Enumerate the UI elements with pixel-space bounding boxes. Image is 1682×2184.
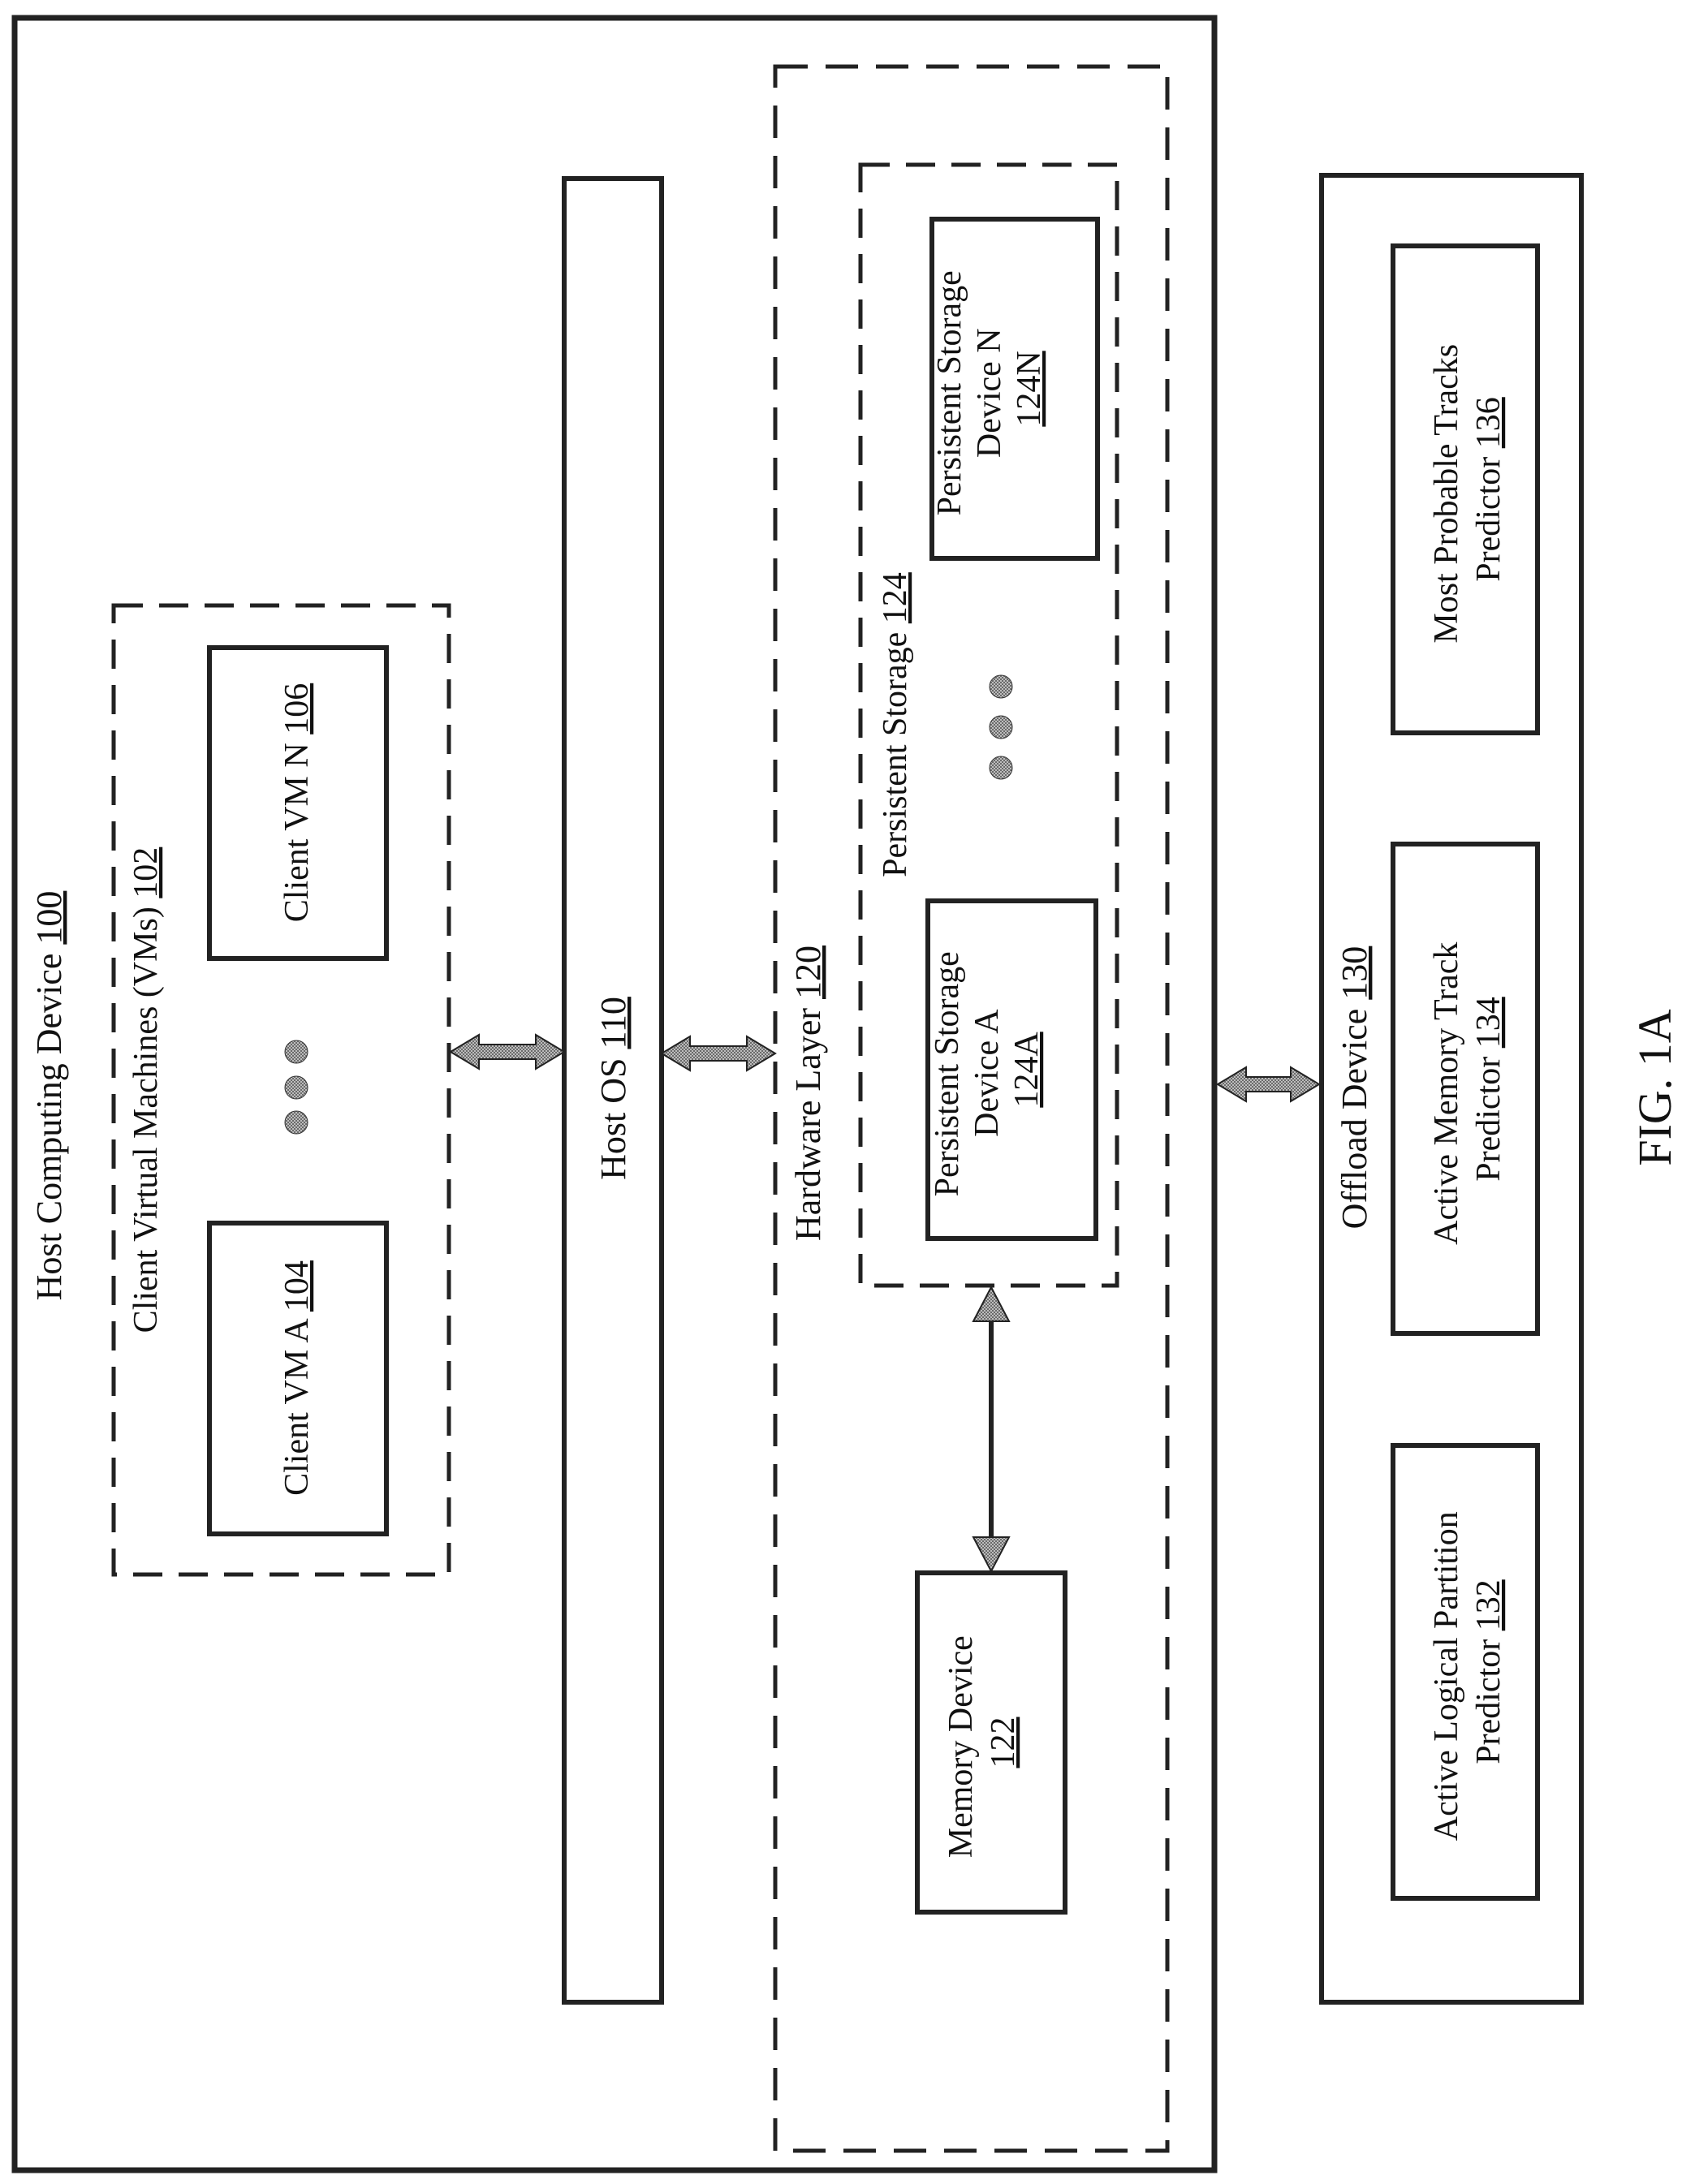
connector-hostos-hardware: [662, 1036, 775, 1070]
most-probable-tracks-predictor-box: [1393, 246, 1538, 733]
offload-device-label: Offload Device 130: [1335, 946, 1374, 1230]
host-os-label: Host OS 110: [593, 997, 633, 1180]
connector-storage-memory: [973, 1287, 1009, 1571]
active-memory-track-predictor-box: [1393, 844, 1538, 1333]
client-vms-label: Client Virtual Machines (VMs) 102: [127, 847, 165, 1333]
active-logical-partition-predictor-box: [1393, 1445, 1538, 1898]
connector-vms-hostos: [451, 1035, 564, 1069]
persistent-storage-label: Persistent Storage 124: [877, 572, 914, 877]
client-vm-a-label: Client VM A 104: [278, 1260, 316, 1496]
vm-ellipsis-dots: [285, 1040, 308, 1134]
client-vm-n-label: Client VM N 106: [278, 683, 316, 922]
connector-hardware-offload: [1218, 1067, 1319, 1101]
hardware-layer-label: Hardware Layer 120: [788, 946, 828, 1241]
storage-ellipsis-dots: [990, 675, 1012, 779]
figure-label: FIG. 1A: [1628, 1009, 1681, 1165]
host-computing-device-label: Host Computing Device 100: [29, 891, 69, 1301]
